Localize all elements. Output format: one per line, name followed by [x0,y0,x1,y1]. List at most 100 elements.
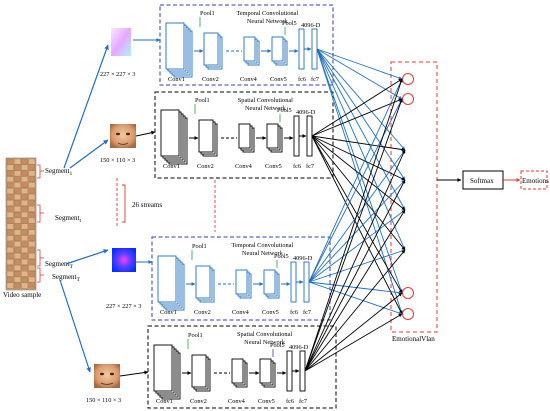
pool5-label: Pool5 [270,342,285,349]
conv2-layer [198,119,214,153]
fusion-link-line [308,98,403,283]
conv2-layer [191,354,207,388]
conv1-label: Conv1 [168,76,185,83]
segment-brackets [37,164,44,283]
network-title-line2: Neural Network [247,18,289,25]
video-frame-cell [14,235,21,241]
conv4-label: Conv4 [235,163,253,170]
video-frame-cell [28,259,36,265]
fusion-link-line [311,135,406,251]
video-frame-cell [6,259,14,265]
fc6-layer [298,28,305,70]
network-frame [159,4,334,86]
fusion-link-line [304,249,406,372]
video-frame-cell [21,282,28,289]
video-frame-cell [14,253,21,259]
fusion-link-line [308,249,406,283]
video-frame-cell [14,282,21,289]
video-frame-cell [14,170,21,177]
video-frame-cell [6,217,14,224]
video-frame-cell [28,253,36,259]
video-frame-cell [21,200,28,206]
video-frame-cell [28,164,36,171]
fc7-label: fc7 [306,163,314,170]
video-frame-cell [28,271,36,277]
video-frame-cell [6,188,14,194]
video-frame-cell [21,182,28,188]
video-frame-cell [14,276,21,283]
conv5-layer [263,269,276,295]
fusion-link-line [304,292,403,372]
fc-dim-label: 4096-D [293,255,313,262]
fusion-link-line [316,48,403,100]
fusion-link-line [316,48,403,315]
input-size-flow-bottom: 227 × 227 × 3 [106,303,141,310]
video-frame-cell [14,223,21,230]
flow-image-bottom [112,248,136,272]
video-frame-cell [28,235,36,241]
video-frame-cell [21,212,28,218]
network-title-line2: Neural Network [242,250,284,257]
video-frame-cell [21,241,28,247]
fc7-label: fc7 [311,76,319,83]
fusion-link-line [316,48,406,251]
network-title-line1: Temporal Convolutional [236,10,298,17]
video-frame-cell [6,223,14,230]
conv4-label: Conv4 [240,76,258,83]
conv5-layer [271,36,284,62]
conv4-layer [238,123,251,149]
conv1-label: Conv1 [156,398,173,405]
video-frame-cell [21,247,28,253]
emotions-box [520,170,548,190]
network-title-line2: Neural Network [244,339,286,346]
fc6-label: fc6 [286,398,294,405]
fusion-link-line [316,48,406,151]
fc-dim-label: 4096-D [301,22,321,29]
video-frame-cell [14,271,21,277]
fusion-link-line [308,149,406,283]
conv4-label: Conv4 [232,309,250,316]
video-frame-cell [21,271,28,277]
segment-1-label: Segment1 [45,167,73,177]
fusion-link-line [311,135,406,152]
video-frame-cell [14,217,21,224]
fusion-connection-lines [304,48,406,372]
video-frame-cell [28,247,36,253]
video-frame-cell [21,276,28,283]
video-frame-cell [14,247,21,253]
video-frame-cell [6,200,14,206]
video-frame-cell [14,241,21,247]
video-frame-cell [6,194,14,200]
conv1-layer [160,109,180,157]
conv2-layer [203,32,219,66]
conv4-label: Conv4 [228,398,246,405]
video-frame-cell [6,206,14,212]
video-frame-cell [21,253,28,259]
video-frame-cell [14,194,21,200]
fusion-link-line [308,78,403,283]
video-frame-cell [28,217,36,224]
video-frame-cell [6,265,14,271]
fusion-link-line [308,281,403,315]
fusion-link-line [304,98,403,372]
video-frame-cell [6,235,14,241]
face-image-bottom [94,364,120,388]
video-frame-cell [21,194,28,200]
streams-indicator [116,178,216,232]
conv2-label: Conv2 [197,163,214,170]
input-size-face-top: 150 × 110 × 3 [100,157,135,164]
conv2-label: Conv2 [190,398,207,405]
fc6-label: fc6 [293,163,301,170]
conv5-label: Conv5 [258,398,275,405]
video-frame-cell [21,206,28,212]
fc7-layer [311,28,318,70]
fc7-label: fc7 [303,309,311,316]
pool5-label: Pool5 [282,20,297,27]
video-frame-cell [28,276,36,283]
video-frame-cell [28,229,36,236]
fc-dim-label: 4096-D [289,344,309,351]
pool5-label: Pool5 [277,107,292,114]
pool1-label: Pool1 [188,332,203,339]
